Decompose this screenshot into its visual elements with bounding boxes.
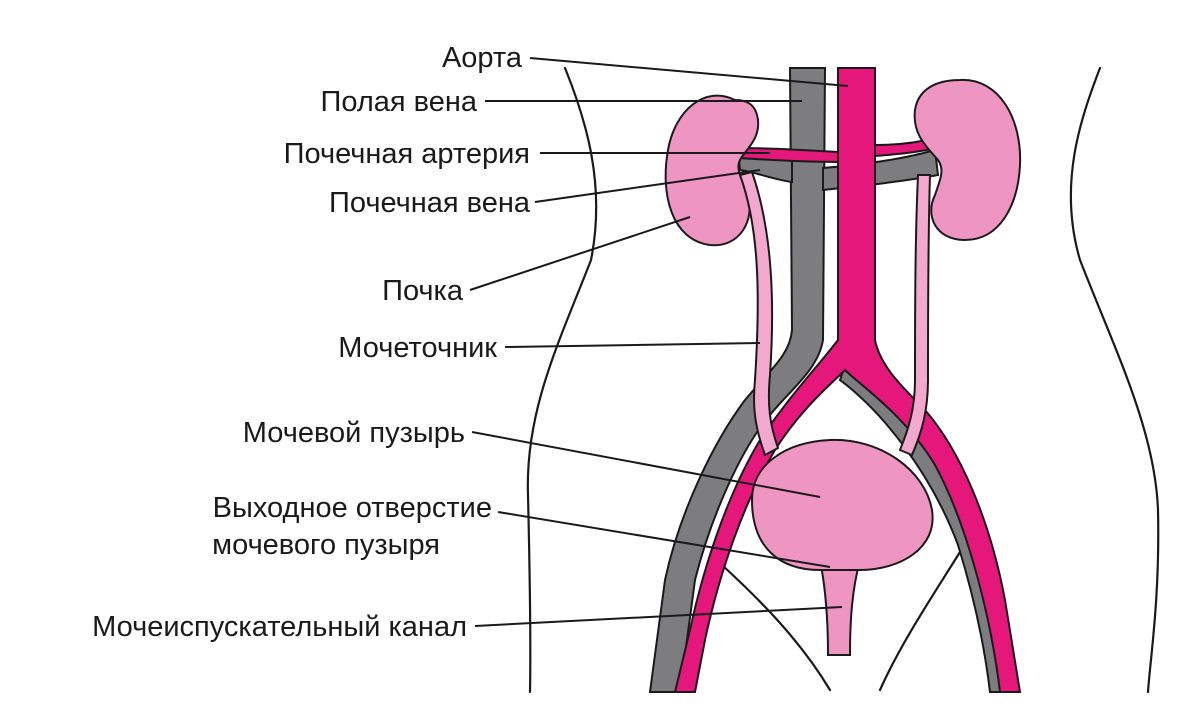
label-vena-cava: Полая вена <box>321 86 478 118</box>
leader-bladder <box>471 431 821 498</box>
label-renal-artery: Почечная артерия <box>284 138 530 170</box>
kidney-left <box>664 94 760 247</box>
ureters <box>738 170 932 457</box>
leader-aorta <box>529 57 849 87</box>
label-ureter: Мочеточник <box>338 332 497 364</box>
label-bladder: Мочевой пузырь <box>243 417 465 449</box>
leader-kidney <box>469 216 691 291</box>
aorta-trunk <box>673 67 1022 693</box>
leader-ureter <box>504 342 761 348</box>
labels: Аорта Полая вена Почечная артерия Почечн… <box>92 42 531 643</box>
kidney-right <box>913 78 1022 242</box>
bladder-group <box>750 438 934 656</box>
urinary-bladder <box>750 438 934 571</box>
renal-artery-left <box>737 146 839 164</box>
ureter-left <box>738 170 780 457</box>
body-outline <box>526 66 1160 694</box>
kidneys <box>664 78 1022 247</box>
leader-renal-vein <box>534 169 761 203</box>
leader-urethra <box>474 606 843 627</box>
ureter-right <box>898 174 932 457</box>
label-urethra: Мочеиспускательный канал <box>92 611 467 643</box>
leader-lines <box>469 57 849 627</box>
label-aorta: Аорта <box>442 42 523 74</box>
label-bladder-outlet-line1: Выходное отверстие <box>213 492 492 524</box>
label-renal-vein: Почечная вена <box>329 187 531 219</box>
aorta <box>673 67 1022 693</box>
leader-bladder-outlet <box>497 511 831 568</box>
label-kidney: Почка <box>382 275 464 307</box>
label-bladder-outlet-line2: мочевого пузыря <box>212 529 440 561</box>
